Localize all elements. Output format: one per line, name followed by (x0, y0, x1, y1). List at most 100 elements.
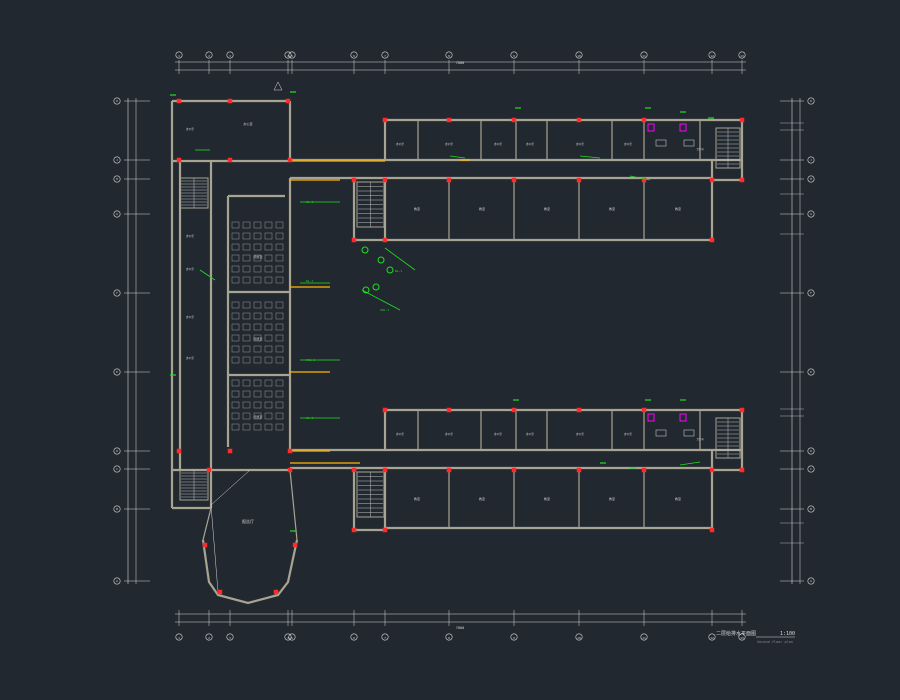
axis-bubble (288, 51, 296, 59)
axis-bubble (445, 633, 453, 641)
axis-bubble (113, 447, 121, 455)
toilet-fixture (647, 413, 655, 422)
desk (242, 356, 251, 364)
room-label-reading-room: 阅览室 (253, 254, 262, 259)
desk (264, 334, 273, 342)
structural-column (511, 117, 517, 123)
riser-pipe-icon (361, 246, 369, 254)
desk (264, 379, 273, 387)
room-label-classroom: 教室 (544, 206, 550, 211)
riser-pipe-icon (386, 266, 394, 274)
axis-bubble (113, 577, 121, 585)
room-label-office: 办公室 (526, 142, 534, 146)
axis-label: 12 (710, 54, 714, 58)
axis-label: 11 (642, 54, 646, 58)
structural-column (511, 467, 517, 473)
desk (231, 379, 240, 387)
axis-bubble (226, 633, 234, 641)
structural-column (382, 237, 388, 243)
structural-column (709, 237, 715, 243)
desk (231, 276, 240, 284)
desk (242, 276, 251, 284)
desk (275, 345, 284, 353)
axis-bubble (284, 633, 292, 641)
axis-label: J (810, 158, 812, 162)
axis-bubble (113, 210, 121, 218)
axis-bubble (350, 633, 358, 641)
structural-column (641, 117, 647, 123)
desk (231, 312, 240, 320)
annotation-leader (384, 247, 416, 271)
desk (275, 334, 284, 342)
desk (253, 312, 262, 320)
axis-label: K (810, 99, 812, 103)
axis-label: 5 (291, 636, 293, 640)
axis-bubble (510, 51, 518, 59)
axis-label: 5 (291, 54, 293, 58)
room-label-reading-room: 阅览室 (253, 414, 262, 419)
desk (253, 356, 262, 364)
desk (231, 323, 240, 331)
annotation-leader (361, 289, 401, 311)
room-label-office: 办公室 (186, 315, 194, 319)
desk (242, 254, 251, 262)
desk (253, 401, 262, 409)
room-label-classroom: 教室 (479, 206, 485, 211)
axis-label: B (116, 507, 118, 511)
drawing-subtitle: Second floor plan (757, 640, 793, 644)
structural-column (273, 589, 279, 595)
structural-column (446, 467, 452, 473)
axis-label: H (116, 177, 118, 181)
structural-column (576, 407, 582, 413)
desk (275, 312, 284, 320)
axis-label: 2 (208, 636, 210, 640)
structural-column (285, 98, 291, 104)
structural-column (227, 448, 233, 454)
structural-column (709, 527, 715, 533)
desk (253, 232, 262, 240)
desk (264, 390, 273, 398)
desk (253, 323, 262, 331)
desk (264, 345, 273, 353)
structural-column (709, 467, 715, 473)
structural-column (382, 467, 388, 473)
structural-column (351, 527, 357, 533)
structural-column (382, 527, 388, 533)
fixture-tag: WL-1 (306, 279, 313, 283)
axis-bubble (708, 51, 716, 59)
toilet-fixture (647, 123, 655, 132)
desk (275, 390, 284, 398)
axis-label: K (116, 99, 118, 103)
axis-bubble (113, 156, 121, 164)
axis-label: 8 (448, 54, 450, 58)
axis-bubble (205, 51, 213, 59)
wall (202, 507, 212, 541)
wash-basin (655, 139, 667, 147)
overall-dimension-top: 7000 (456, 61, 464, 65)
axis-label: 8 (448, 636, 450, 640)
axis-bubble (205, 633, 213, 641)
desk (253, 423, 262, 431)
axis-bubble (807, 175, 815, 183)
desk (264, 232, 273, 240)
structural-column (206, 467, 212, 473)
axis-label: 4 (287, 636, 289, 640)
desk (264, 423, 273, 431)
fixture-tag: JL-1 (306, 416, 313, 420)
axis-bubble (807, 505, 815, 513)
axis-bubble (640, 633, 648, 641)
fixture-tag: XHL-1 (380, 308, 389, 312)
axis-label: F (810, 291, 812, 295)
axis-bubble (807, 156, 815, 164)
desk (231, 334, 240, 342)
desk (264, 301, 273, 309)
axis-label: 9 (513, 54, 515, 58)
axis-label: D (116, 449, 118, 453)
riser-pipe-icon (362, 286, 370, 294)
axis-label: 12 (710, 636, 714, 640)
structural-column (176, 448, 182, 454)
axis-label: 1 (178, 54, 180, 58)
axis-bubble (807, 289, 815, 297)
structural-column (739, 407, 745, 413)
wash-basin (683, 429, 695, 437)
